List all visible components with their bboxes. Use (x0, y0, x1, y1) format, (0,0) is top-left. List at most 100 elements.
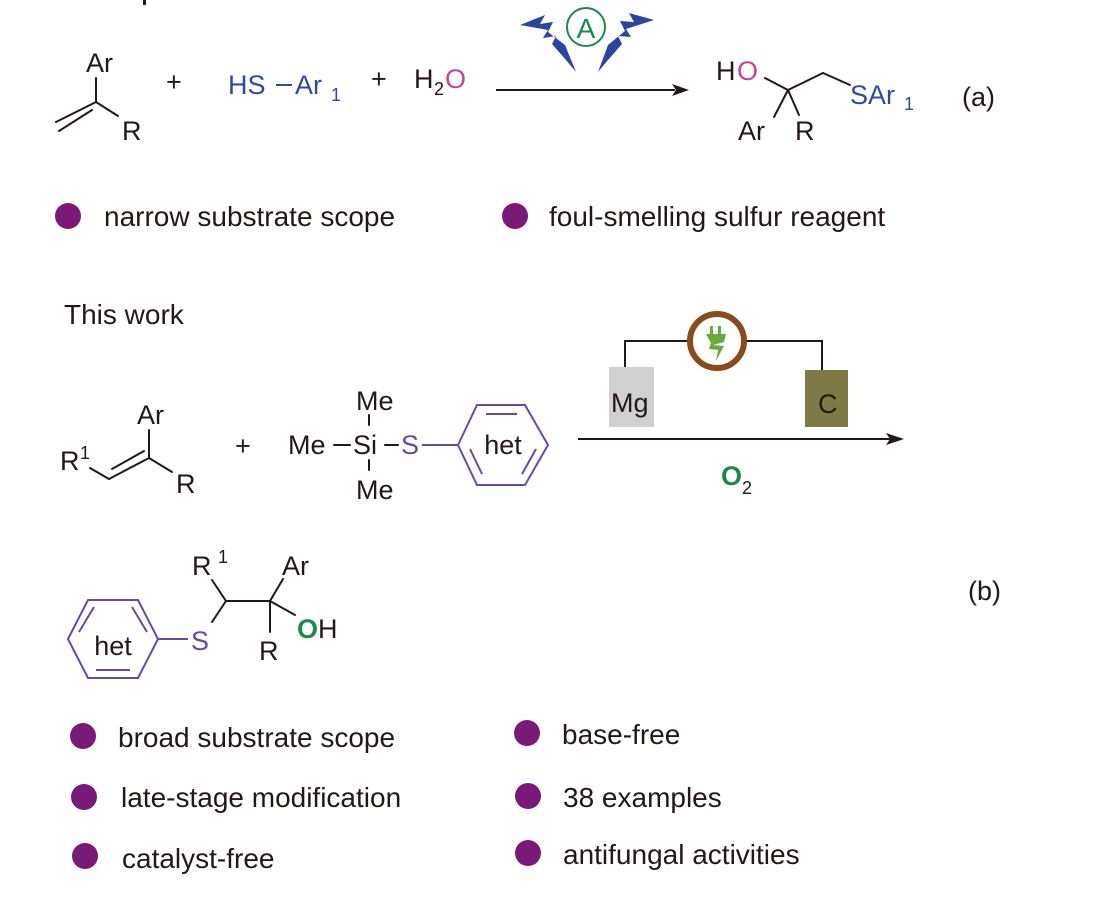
product-sar: SAr (850, 80, 895, 110)
thiol-hs: HS (228, 70, 266, 100)
bullet-icon (72, 843, 98, 869)
advantage-item: base-free (562, 719, 680, 750)
bullet-icon (55, 203, 81, 229)
electrochemical-cell: Mg C (609, 311, 848, 427)
product-b: het S R 1 Ar O H R (66, 547, 338, 679)
bond (764, 77, 789, 91)
bullet-icon (502, 203, 528, 229)
bullet-icon (70, 723, 96, 749)
advantage-item: late-stage modification (121, 782, 401, 813)
water: H 2 O (414, 64, 466, 99)
thiol-ar: Ar (295, 70, 322, 100)
bond (787, 89, 800, 116)
thiol-subscript: 1 (331, 85, 341, 105)
plug-lightning-icon (706, 326, 726, 361)
product-hydrogen: H (318, 614, 338, 644)
sulfur: S (401, 430, 419, 460)
heteroaryl-ring: het (66, 599, 160, 679)
bond (89, 467, 110, 480)
methyl-left: Me (288, 430, 326, 460)
cathode-electrode (805, 370, 848, 427)
scheme-label-a: (a) (962, 82, 995, 112)
clipped-remnant (143, 0, 146, 5)
product-r: R (795, 116, 815, 146)
product-r1: R (192, 551, 212, 581)
double-bond (55, 101, 97, 123)
scheme-a: Ar R + HS Ar 1 + H 2 O A (55, 7, 995, 232)
product-o: O (737, 56, 758, 86)
double-bond (58, 109, 93, 132)
bond (269, 578, 284, 602)
bond (211, 600, 227, 623)
heteroaryl-ring: het (456, 404, 550, 486)
advantage-item: antifungal activities (563, 839, 800, 870)
product-ar: Ar (738, 116, 765, 146)
wire-right (744, 340, 823, 371)
reactant-alkene-b: Ar R 1 R (60, 400, 196, 499)
section-title: This work (64, 299, 185, 330)
lightning-right-icon (598, 13, 654, 72)
ring-double-bond (78, 606, 95, 633)
drawback-item: foul-smelling sulfur reagent (549, 201, 885, 232)
reactant-alkene-a: Ar R (55, 48, 142, 146)
oxygen-subscript: 2 (742, 478, 752, 498)
lightning-left-icon (520, 15, 576, 72)
plus-sign: + (166, 67, 182, 97)
product-oxygen: O (297, 614, 318, 644)
cathode-label: C (818, 389, 838, 419)
bullet-icon (514, 720, 540, 746)
advantage-item: 38 examples (563, 782, 722, 813)
product-r: R (259, 636, 279, 666)
scheme-b: This work Ar R 1 R + Me Me Si S Me (60, 299, 1001, 874)
product-ar: Ar (282, 551, 309, 581)
oxygen-label: O (721, 461, 742, 491)
het-label: het (484, 430, 522, 460)
drawback-item: narrow substrate scope (104, 201, 395, 232)
methyl-top: Me (356, 386, 394, 416)
product-a: H O SAr 1 Ar R (716, 56, 914, 146)
advantage-item: catalyst-free (122, 843, 275, 874)
ring-double-bond (521, 448, 537, 475)
bond (95, 101, 119, 117)
water-subscript: 2 (434, 79, 444, 99)
r1-label: R (60, 446, 80, 476)
plus-sign: + (235, 431, 251, 461)
water-h: H (414, 64, 434, 94)
catalyst-circle (566, 7, 606, 47)
bond (773, 89, 789, 118)
silicon: Si (353, 430, 377, 460)
r1-superscript: 1 (80, 443, 90, 463)
oxidant-o2: O 2 (721, 461, 752, 498)
anode-label: Mg (611, 388, 649, 418)
anode-electrode (609, 367, 654, 427)
product-h: H (716, 56, 736, 86)
advantages-list: broad substrate scope late-stage modific… (70, 719, 800, 874)
bond (148, 457, 173, 473)
arrowhead (886, 433, 904, 445)
arrowhead (672, 84, 689, 96)
product-subscript: 1 (904, 94, 914, 114)
product-sulfur: S (191, 626, 209, 656)
bullet-icon (515, 840, 541, 866)
ring-hexagon (456, 404, 550, 486)
bond (822, 72, 851, 86)
aryl-label: Ar (86, 48, 113, 78)
double-bond (108, 457, 150, 480)
r-label: R (122, 116, 142, 146)
methyl-bottom: Me (356, 475, 394, 505)
ring-double-bond (131, 606, 148, 633)
catalyst-label: A (577, 13, 596, 44)
water-o: O (445, 64, 466, 94)
thiol-reagent: HS Ar 1 (228, 70, 341, 105)
scheme-label-b: (b) (968, 576, 1001, 606)
drawbacks-list: narrow substrate scope foul-smelling sul… (55, 201, 885, 232)
double-bond (111, 450, 145, 470)
ring-double-bond (469, 448, 483, 475)
catalyst-icon: A (520, 7, 654, 72)
r-label: R (176, 469, 196, 499)
het-label: het (94, 631, 132, 661)
plus-sign: + (371, 64, 387, 94)
bullet-icon (71, 784, 97, 810)
silyl-sulfide-reagent: Me Me Si S Me het (288, 386, 550, 505)
